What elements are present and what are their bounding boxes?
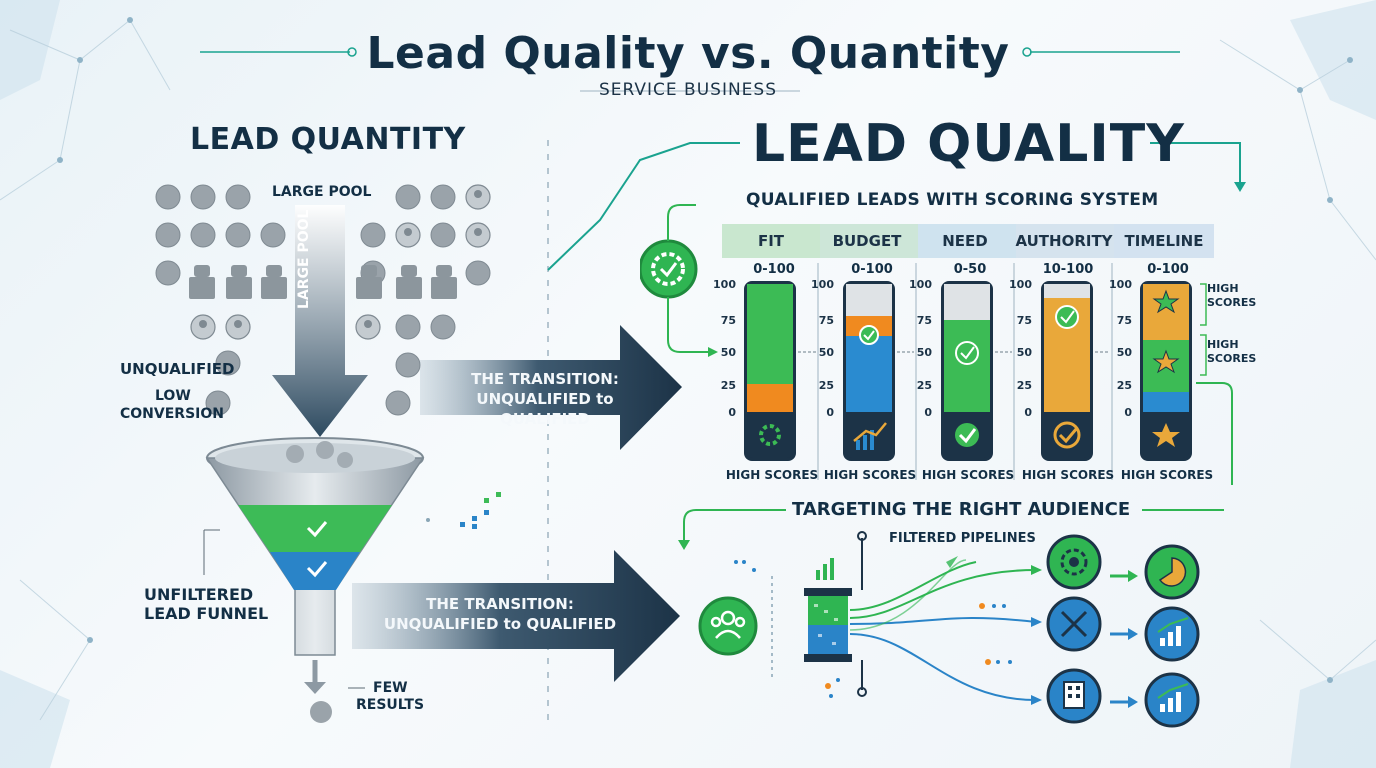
tick-label: 0 [1024, 406, 1032, 419]
tick-label: 25 [720, 379, 736, 392]
filtered-pipelines-label: FILTERED PIPELINES [889, 531, 1036, 546]
page-title: Lead Quality vs. Quantity [366, 28, 1010, 79]
range-authority: 10-100 [1042, 262, 1094, 277]
range-timeline: 0-100 [1147, 262, 1189, 277]
tick-label: 50 [916, 346, 932, 359]
tick-label: 75 [916, 314, 932, 327]
quantity-heading: LEAD QUANTITY [190, 122, 466, 157]
tick-label: 75 [818, 314, 834, 327]
tick-label: 100 [811, 278, 834, 291]
conversion-label: CONVERSION [120, 406, 224, 422]
transition-bottom-line2: UNQUALIFIED to QUALIFIED [383, 615, 617, 633]
lead-pool [155, 184, 491, 437]
transition-top-line2: UNQUALIFIED to QUALIFIED [476, 390, 614, 428]
tick-label: 100 [1009, 278, 1032, 291]
tick-label: 25 [1116, 379, 1132, 392]
tick-label: 75 [720, 314, 736, 327]
tick-label: 50 [818, 346, 834, 359]
low-label: LOW [155, 388, 191, 404]
tick-label: 100 [713, 278, 736, 291]
column-header-need: NEED [942, 232, 988, 250]
tick-label: 25 [1016, 379, 1032, 392]
footer-need: HIGH SCORES [921, 468, 1015, 482]
tick-label: 0 [826, 406, 834, 419]
scoring-title: QUALIFIED LEADS WITH SCORING SYSTEM [746, 190, 1159, 210]
tick-label: 50 [1016, 346, 1032, 359]
results-label: RESULTS [356, 697, 425, 713]
range-budget: 0-100 [851, 262, 893, 277]
transition-bottom-line1: THE TRANSITION: [426, 595, 574, 613]
transition-arrow-top [420, 325, 682, 450]
tick-label: 100 [909, 278, 932, 291]
column-header-timeline: TIMELINE [1124, 232, 1204, 250]
transition-top-line1: THE TRANSITION: [471, 370, 619, 388]
footer-budget: HIGH SCORES [823, 468, 917, 482]
tick-label: 25 [916, 379, 932, 392]
tick-label: 75 [1016, 314, 1032, 327]
transition-arrow-bottom [352, 550, 680, 682]
footer-timeline: HIGH SCORES [1120, 468, 1214, 482]
funnel-label-2: LEAD FUNNEL [144, 604, 269, 623]
footer-fit: HIGH SCORES [725, 468, 819, 482]
unqualified-label: UNQUALIFIED [120, 360, 235, 378]
funnel-label-1: UNFILTERED [144, 585, 254, 604]
targeting-graphics [678, 509, 1224, 728]
large-pool-label: LARGE POOL [272, 184, 372, 200]
footer-authority: HIGH SCORES [1021, 468, 1115, 482]
quality-heading: LEAD QUALITY [752, 114, 1185, 174]
tick-label: 100 [1109, 278, 1132, 291]
tick-label: 0 [1124, 406, 1132, 419]
high-scores-side-2: HIGH SCORES [1207, 338, 1257, 365]
few-label: FEW [373, 680, 408, 696]
tick-label: 25 [818, 379, 834, 392]
targeting-title: TARGETING THE RIGHT AUDIENCE [792, 499, 1131, 520]
tick-label: 50 [720, 346, 736, 359]
lead-funnel [203, 437, 430, 723]
page-subtitle: SERVICE BUSINESS [598, 80, 778, 100]
tick-label: 50 [1116, 346, 1132, 359]
large-pool-arrow-label: LARGE POOL [289, 210, 319, 309]
tick-label: 0 [924, 406, 932, 419]
tick-label: 0 [728, 406, 736, 419]
column-header-budget: BUDGET [832, 232, 902, 250]
range-fit: 0-100 [753, 262, 795, 277]
column-header-authority: AUTHORITY [1015, 232, 1113, 250]
decor-dots-left [460, 492, 501, 529]
column-header-fit: FIT [757, 232, 785, 250]
range-need: 0-50 [953, 262, 987, 277]
tick-label: 75 [1116, 314, 1132, 327]
scoring-graphics [640, 204, 1233, 485]
high-scores-side-1: HIGH SCORES [1207, 282, 1257, 309]
